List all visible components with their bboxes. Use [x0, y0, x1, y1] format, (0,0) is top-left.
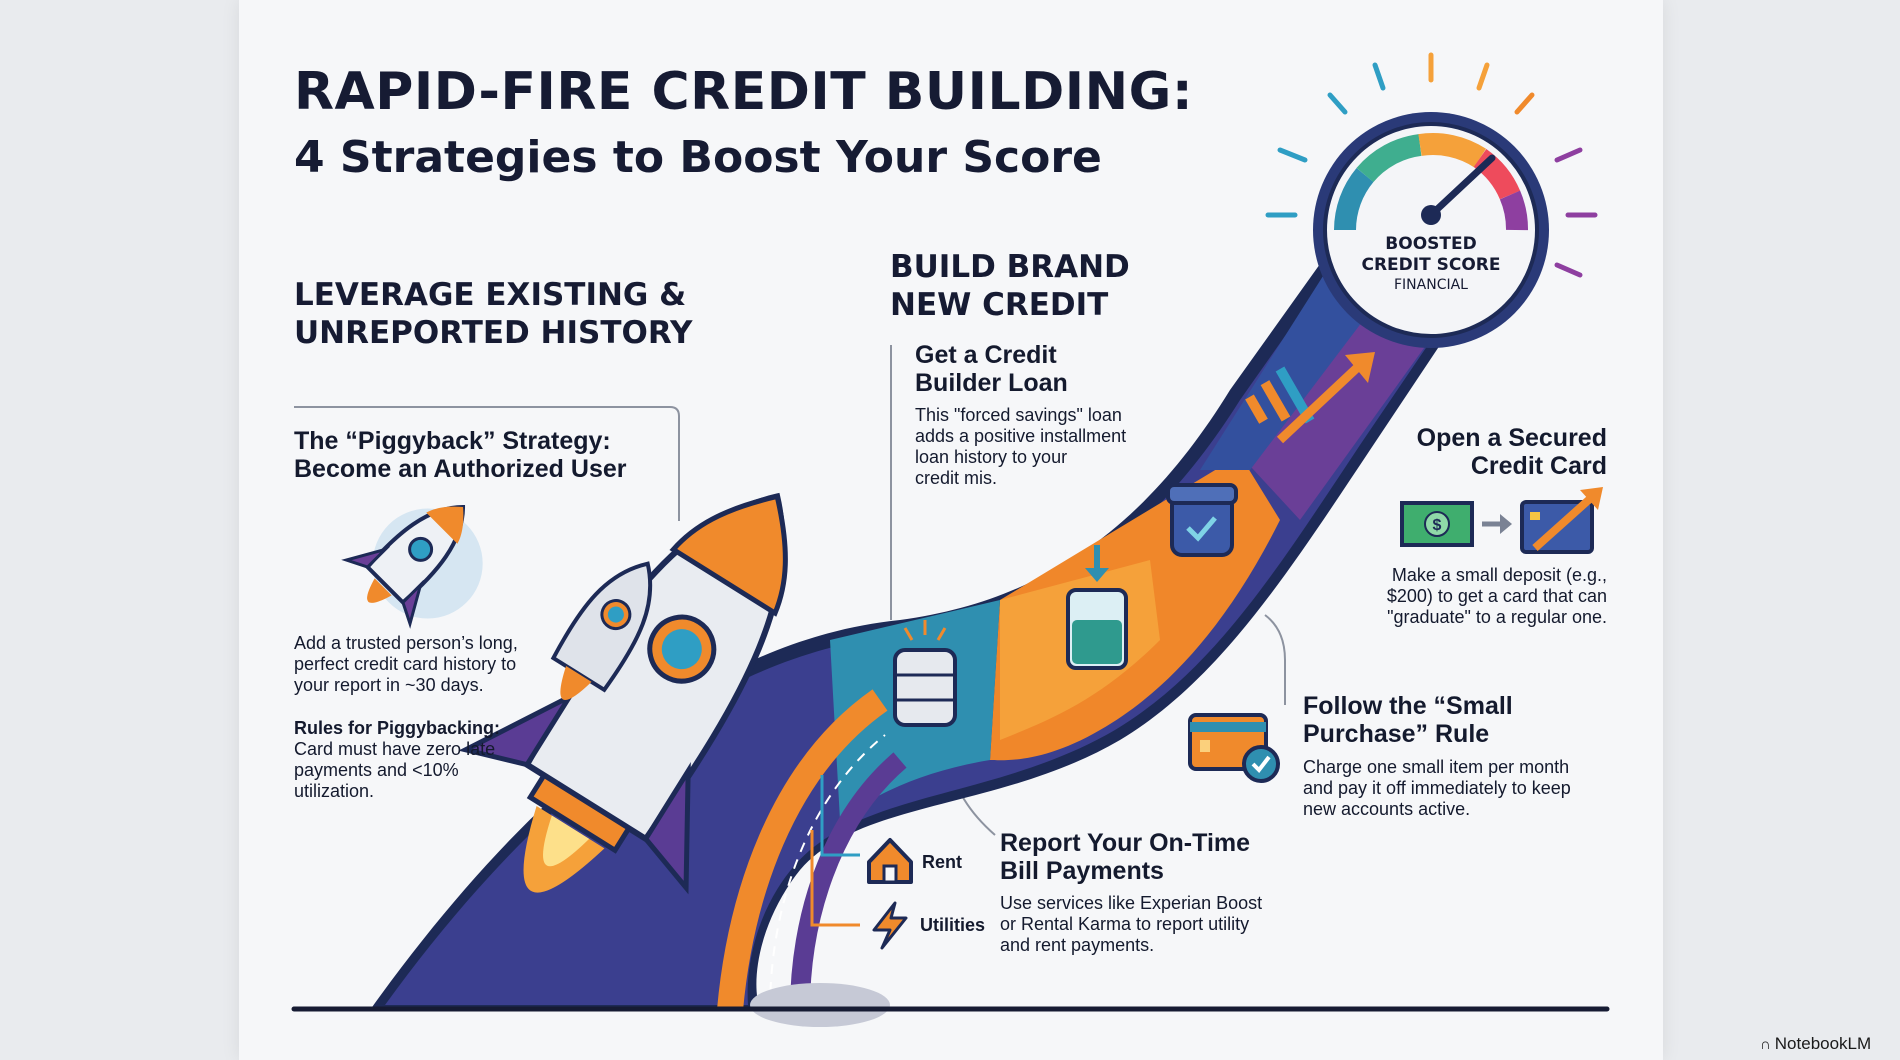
loan-title-line: Builder Loan [915, 369, 1068, 397]
text-line: utilization. [294, 781, 375, 801]
text-line: or Rental Karma to report utility [1000, 914, 1250, 934]
rules-title: Rules for Piggybacking: [294, 718, 501, 738]
piggyback-body: Add a trusted person’s long, perfect cre… [294, 633, 518, 696]
piggyback-title-line: The “Piggyback” Strategy: [294, 427, 611, 455]
small-purchase-title-line: Purchase” Rule [1303, 720, 1490, 748]
database-icon [893, 620, 957, 727]
credit-card-arrow-icon [1520, 487, 1603, 554]
arrow-right-icon [1482, 514, 1512, 534]
bills-title: Report Your On-Time Bill Payments [1000, 829, 1250, 885]
jar-check-icon [1166, 483, 1238, 557]
text-line: and pay it off immediately to keep [1303, 778, 1571, 798]
text-line: Use services like Experian Boost [1000, 893, 1263, 913]
text-line: and rent payments. [1000, 935, 1155, 955]
svg-text:$: $ [1433, 517, 1442, 534]
utilities-label: Utilities [920, 915, 986, 935]
gauge-icon [1265, 52, 1598, 348]
build-heading: BUILD BRAND NEW CREDIT [890, 248, 1130, 324]
text-line: your report in ~30 days. [294, 675, 484, 695]
secured-body: Make a small deposit (e.g., $200) to get… [1307, 565, 1607, 628]
piggyback-rules: Rules for Piggybacking: Card must have z… [294, 718, 500, 802]
rent-label: Rent [922, 852, 962, 872]
text-line: perfect credit card history to [294, 654, 517, 674]
text-line: adds a positive installment [915, 426, 1127, 446]
loan-title: Get a Credit Builder Loan [915, 341, 1068, 397]
leverage-heading-line: UNREPORTED HISTORY [294, 315, 693, 351]
text-line: $200) to get a card that can [1386, 586, 1607, 606]
piggyback-title-line: Become an Authorized User [294, 455, 627, 483]
secured-connector-line [1264, 614, 1286, 705]
rent-arrow [820, 775, 860, 857]
title-line2: 4 Strategies to Boost Your Score [294, 132, 1102, 183]
text-line: Charge one small item per month [1303, 757, 1570, 777]
watermark-text: NotebookLM [1774, 1034, 1872, 1053]
secured-title-line: Open a Secured [1416, 424, 1607, 452]
small-purchase-title: Follow the “Small Purchase” Rule [1303, 692, 1513, 748]
build-heading-line: BUILD BRAND [890, 249, 1130, 285]
gauge-label-line: BOOSTED [1385, 234, 1477, 254]
text-line: Card must have zero late [294, 739, 496, 759]
loan-body: This "forced savings" loan adds a positi… [915, 405, 1126, 489]
rocket-booster-icon [550, 561, 653, 700]
title-line1: RAPID-FIRE CREDIT BUILDING: [294, 62, 1194, 122]
bills-title-line: Bill Payments [1000, 857, 1164, 885]
secured-title-line: Credit Card [1470, 452, 1607, 480]
text-line: This "forced savings" loan [915, 405, 1122, 425]
text-line: loan history to your [915, 447, 1068, 467]
leverage-heading-line: LEVERAGE EXISTING & [294, 277, 687, 313]
lightning-icon [872, 901, 908, 950]
house-icon [867, 838, 913, 884]
build-heading-line: NEW CREDIT [890, 287, 1109, 323]
bar-chart-arrow-icon [1245, 352, 1375, 444]
bills-body: Use services like Experian Boost or Rent… [1000, 893, 1262, 956]
cash-icon: $ [1400, 501, 1474, 547]
text-line: Add a trusted person’s long, [294, 633, 518, 653]
credit-card-check-icon [1188, 713, 1280, 783]
secured-title: Open a Secured Credit Card [1307, 424, 1607, 480]
gauge-label: BOOSTED CREDIT SCORE FINANCIAL [1331, 234, 1531, 295]
small-purchase-body: Charge one small item per month and pay … [1303, 757, 1571, 820]
bracket-line [294, 406, 680, 521]
leverage-heading: LEVERAGE EXISTING & UNREPORTED HISTORY [294, 276, 693, 352]
smoke-cloud [750, 983, 890, 1027]
piggyback-title: The “Piggyback” Strategy: Become an Auth… [294, 427, 626, 483]
text-line: Make a small deposit (e.g., [1391, 565, 1607, 585]
gauge-label-line: FINANCIAL [1394, 277, 1468, 293]
text-line: payments and <10% [294, 760, 459, 780]
gauge-label-line: CREDIT SCORE [1361, 255, 1501, 275]
notebooklm-logo-icon: ∩ [1760, 1035, 1771, 1053]
small-purchase-title-line: Follow the “Small [1303, 692, 1513, 720]
loan-title-line: Get a Credit [915, 341, 1057, 369]
rocket-icon [458, 492, 788, 895]
text-line: new accounts active. [1303, 799, 1471, 819]
savings-jar-icon [1066, 545, 1128, 670]
text-line: credit mis. [915, 468, 998, 488]
small-rocket-icon [341, 504, 483, 629]
utilities-arrow [810, 830, 860, 927]
text-line: "graduate" to a regular one. [1387, 607, 1607, 627]
bills-title-line: Report Your On-Time [1000, 829, 1251, 857]
notebooklm-watermark: ∩ NotebookLM [1760, 1034, 1871, 1054]
